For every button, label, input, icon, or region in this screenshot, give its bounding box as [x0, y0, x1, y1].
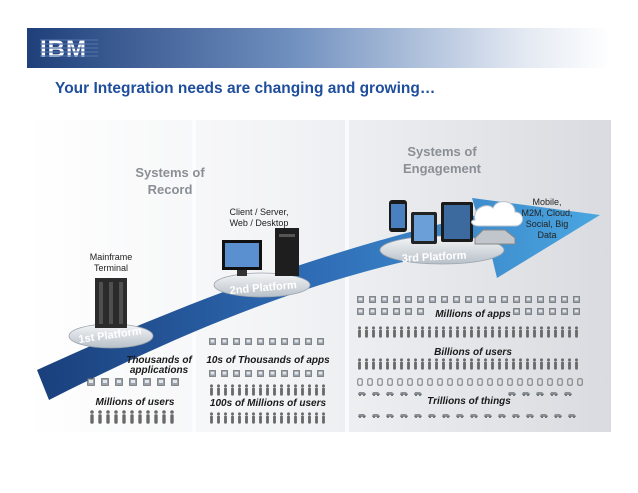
thousands-of-apps-line1: Thousands of — [126, 355, 193, 366]
third-platform-label: 3rd Platform — [402, 250, 468, 265]
millions-of-apps: Millions of apps — [435, 309, 511, 320]
tens-of-thousands-of-apps: 10s of Thousands of apps — [206, 355, 330, 366]
second-platform-label: 2nd Platform — [229, 279, 297, 297]
systems-of-record-line2: Record — [148, 182, 193, 197]
mainframe-label-line2: Terminal — [94, 263, 128, 273]
page-title: Your Integration needs are changing and … — [55, 80, 436, 97]
header-bar: IBM — [27, 28, 611, 68]
systems-of-record-line1: Systems of — [135, 165, 205, 180]
thousands-of-apps-line2: applications — [130, 365, 189, 376]
platform-2 — [213, 228, 311, 298]
trillions-of-things: Trillions of things — [427, 396, 511, 407]
mobile-label-line1: Mobile, — [532, 197, 561, 207]
platform-3 — [379, 200, 523, 265]
systems-of-engagement-line1: Systems of — [407, 144, 477, 159]
mobile-label-line3: Social, Big — [526, 219, 569, 229]
mobile-label-line2: M2M, Cloud, — [521, 208, 572, 218]
systems-of-engagement-line2: Engagement — [403, 161, 482, 176]
client-server-label-line2: Web / Desktop — [230, 218, 289, 228]
ibm-logo: IBM — [40, 36, 98, 61]
mobile-label-line4: Data — [537, 230, 556, 240]
mainframe-label-line1: Mainframe — [90, 252, 133, 262]
millions-of-users: Millions of users — [96, 397, 175, 408]
hundreds-of-millions-of-users: 100s of Millions of users — [210, 398, 327, 409]
client-server-label-line1: Client / Server, — [229, 207, 288, 217]
platform-1 — [68, 278, 154, 349]
platform-diagram: Systems of Record Systems of Engagement … — [27, 120, 611, 432]
billions-of-users: Billions of users — [434, 347, 512, 358]
